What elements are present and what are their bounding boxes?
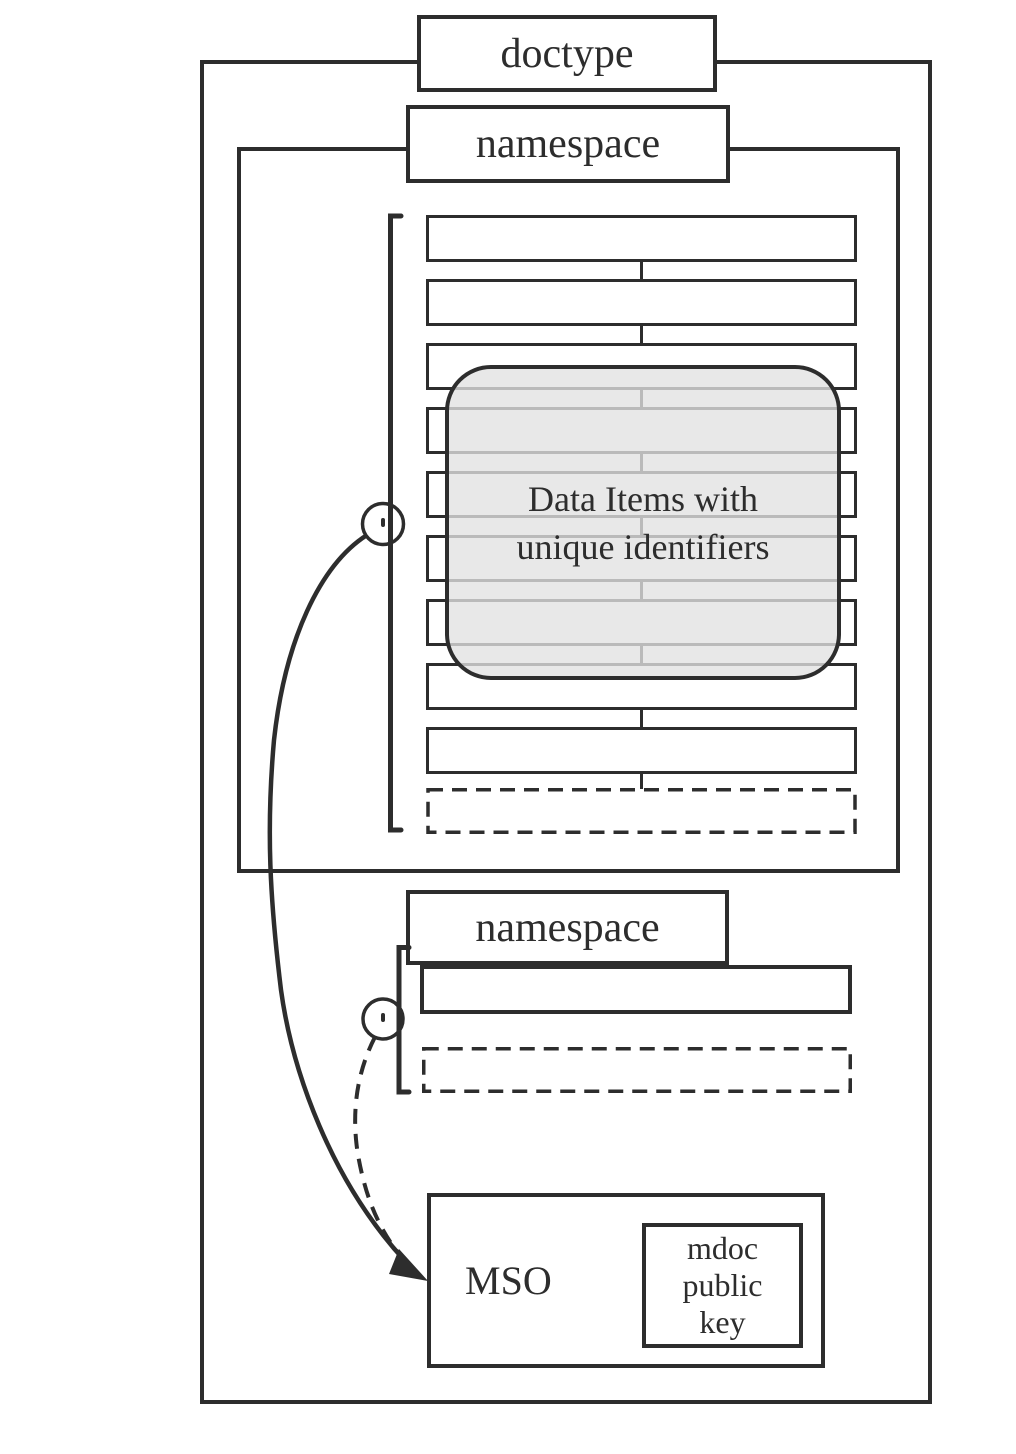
mdoc-public-key-line1: mdoc <box>686 1230 759 1266</box>
row-connector <box>640 709 643 728</box>
row-connector <box>640 772 643 789</box>
data-item-row <box>426 279 857 326</box>
data-item-row <box>426 215 857 262</box>
data-items-overlay: Data Items with unique identifiers <box>445 365 841 680</box>
data-items-label-line2: unique identifiers <box>516 526 770 567</box>
data-items-label-line1: Data Items with <box>528 478 758 519</box>
namespace-bottom-box: namespace <box>406 890 729 965</box>
namespace-bottom-label: namespace <box>475 904 660 951</box>
row-connector <box>640 261 643 280</box>
doctype-label: doctype <box>500 30 634 77</box>
mso-label: MSO <box>465 1258 552 1303</box>
namespace-bottom-data-item-row <box>420 965 852 1014</box>
data-item-row <box>426 727 857 774</box>
namespace-top-label: namespace <box>475 121 661 167</box>
namespace-top-box: namespace <box>406 105 730 183</box>
mdoc-public-key-line2: public <box>682 1267 763 1303</box>
mdoc-public-key-line3: key <box>699 1304 746 1340</box>
doctype-box: doctype <box>417 15 717 92</box>
row-connector <box>640 325 643 344</box>
mdoc-public-key-box: mdoc public key <box>642 1223 803 1348</box>
